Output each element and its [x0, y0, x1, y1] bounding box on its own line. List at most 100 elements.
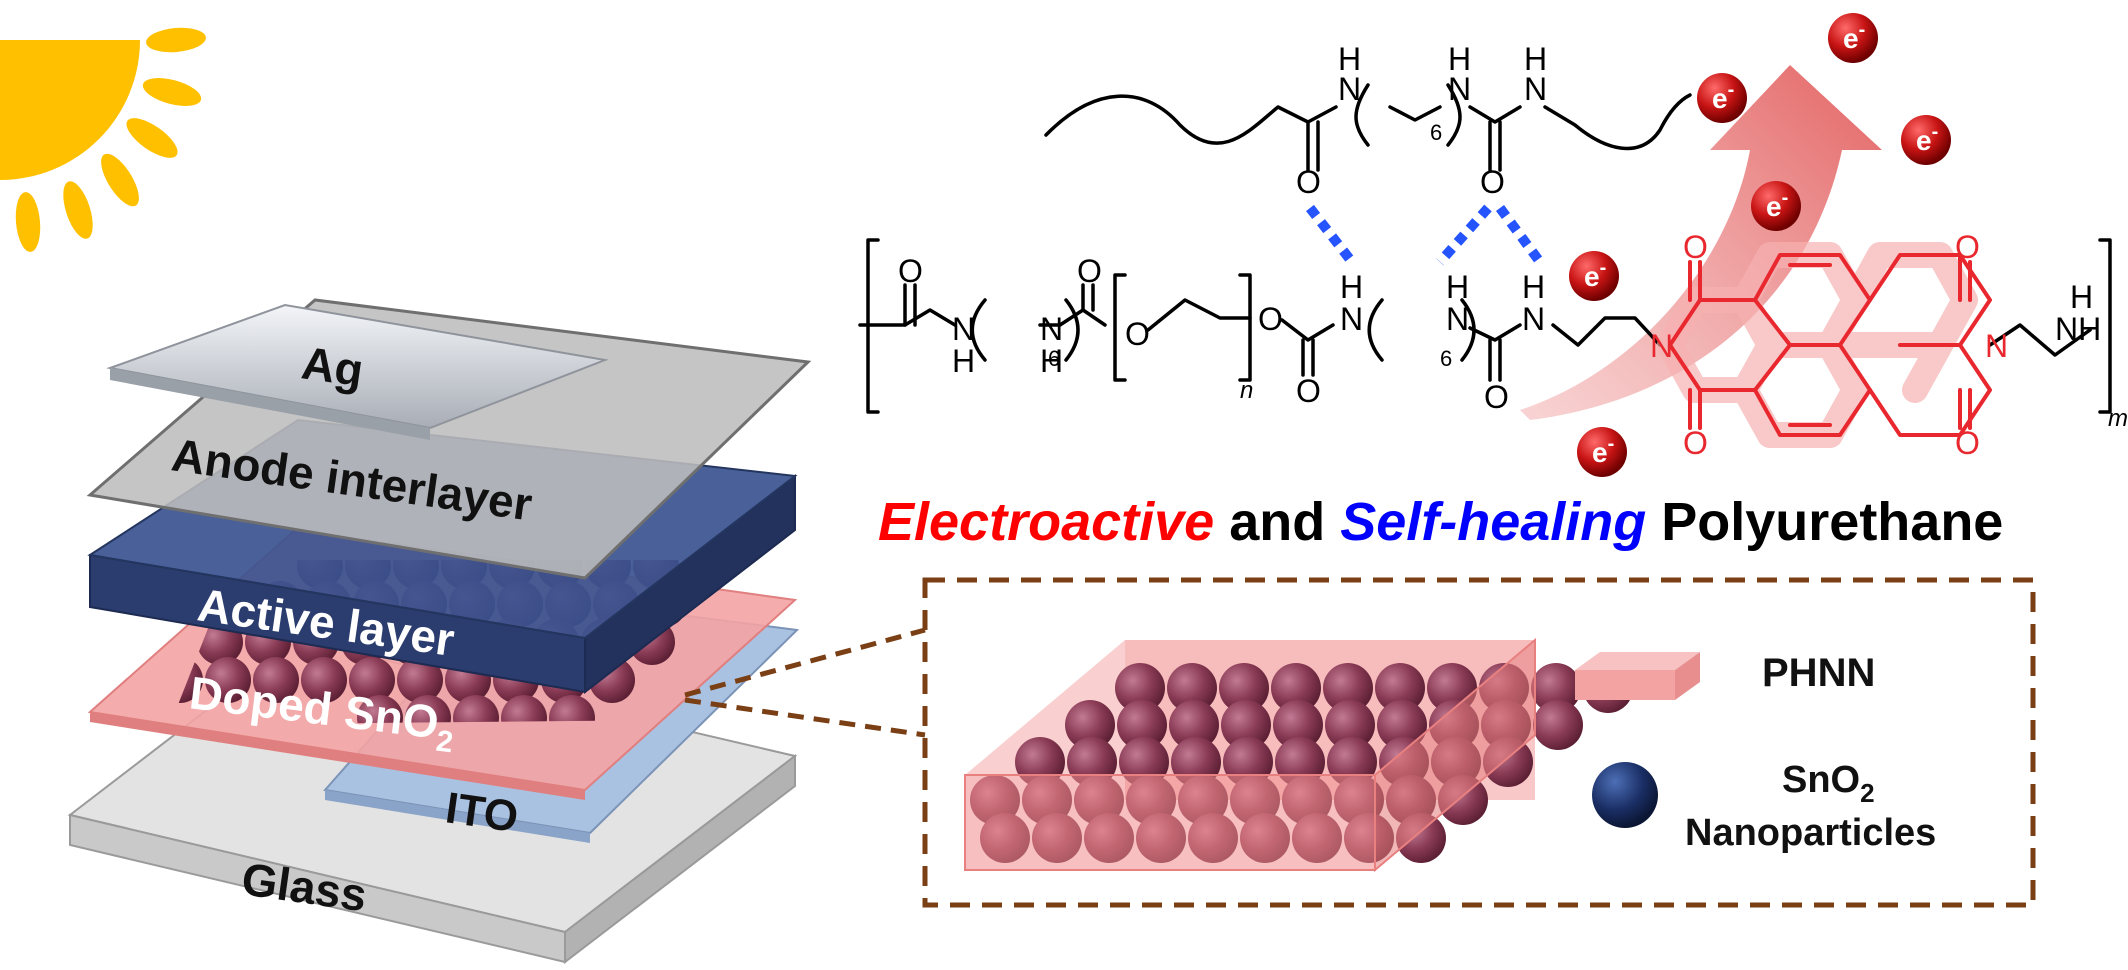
svg-text:N: N — [1650, 328, 1673, 364]
nanoparticle — [1221, 700, 1271, 750]
main-chain-hex1-bracket — [970, 298, 1080, 362]
svg-text:N: N — [952, 311, 975, 347]
inset-slab-front — [964, 637, 1536, 873]
ag-electrode: Ag — [106, 303, 609, 440]
nanoparticle — [1273, 700, 1323, 750]
nanoparticle — [1531, 663, 1581, 713]
svg-text:O: O — [1484, 379, 1509, 415]
figure-headline: Electroactive and Self-healing Polyureth… — [878, 492, 2003, 552]
sun-ray — [101, 153, 139, 207]
electron-label: e- — [1584, 257, 1606, 292]
svg-text:N: N — [1340, 301, 1363, 337]
svg-text:m: m — [2108, 405, 2128, 432]
electron-sphere — [1577, 427, 1627, 477]
nanoparticle — [253, 657, 299, 703]
svg-text:O: O — [898, 253, 923, 289]
legend-phnn-swatch — [1575, 652, 1700, 700]
molecule-atom-labels: N H 6 N H N H O O O N H 6 N H O O n O O … — [898, 41, 2128, 432]
sun-body — [0, 40, 140, 180]
nanoparticle — [1219, 663, 1269, 713]
svg-text:N: N — [1040, 311, 1063, 347]
electron-sphere — [1697, 73, 1747, 123]
nanoparticle — [301, 657, 347, 703]
electron-label: e- — [1766, 187, 1788, 222]
peg-bracket — [1113, 273, 1252, 382]
electron-label: e- — [1843, 19, 1865, 54]
electron-icon: e- — [1569, 251, 1619, 301]
sun-ray — [146, 27, 206, 53]
nanoparticle — [1377, 700, 1427, 750]
zoom-callout-lines — [684, 627, 926, 738]
nanoparticle — [397, 657, 443, 703]
svg-text:O: O — [1125, 316, 1150, 352]
electron-sphere — [1828, 13, 1878, 63]
sun-ray — [142, 78, 202, 106]
legend-phnn-label: PHNN — [1762, 651, 1875, 695]
legend: PHNN SnO2 Nanoparticles — [1575, 651, 1936, 854]
svg-text:O: O — [1258, 301, 1283, 337]
polymer-repeat-bracket — [866, 238, 2112, 414]
svg-text:O: O — [1296, 164, 1321, 200]
nanoparticle — [1115, 663, 1165, 713]
svg-text:H: H — [2070, 279, 2093, 315]
nanoparticle — [1169, 700, 1219, 750]
inset-dashed-frame — [922, 577, 2036, 908]
svg-text:O: O — [1955, 425, 1980, 461]
nanoparticle — [549, 695, 595, 725]
electron-sphere — [1751, 181, 1801, 231]
legend-sno2-label: SnO2 — [1782, 759, 1875, 808]
upper-chain — [1044, 94, 1338, 145]
upper-chain-bracket — [1354, 83, 1462, 147]
svg-text:H: H — [1040, 343, 1063, 379]
zoom-inset: PHNN SnO2 Nanoparticles — [922, 577, 2036, 908]
nanoparticle — [1375, 663, 1425, 713]
svg-text:N: N — [1985, 328, 2008, 364]
nanoparticle — [1323, 663, 1373, 713]
legend-nanoparticle-swatch — [1592, 762, 1658, 828]
ndi-atom-labels: N N O O O O — [1650, 229, 2008, 461]
upper-chain-hex — [1388, 105, 1442, 122]
nanoparticle — [1065, 700, 1115, 750]
svg-text:O: O — [1077, 253, 1102, 289]
main-chain-right — [1988, 323, 2092, 357]
electron-sphere — [1569, 251, 1619, 301]
device-stack: Glass ITO Doped SnO2 Active layer Ano — [67, 298, 812, 965]
svg-text:H: H — [1448, 41, 1471, 77]
sun-icon — [0, 27, 206, 252]
svg-text:O: O — [1296, 373, 1321, 409]
nanoparticle — [405, 695, 451, 725]
nanoparticle — [501, 695, 547, 725]
svg-text:N: N — [1338, 71, 1361, 107]
svg-text:N: N — [1448, 71, 1471, 107]
sun-ray — [15, 192, 41, 252]
naphthalene-diimide-unit — [1657, 242, 1992, 448]
polyurethane-structure — [858, 65, 2112, 448]
svg-text:H: H — [1338, 41, 1361, 77]
electron-label: e- — [1712, 79, 1734, 114]
svg-text:NH: NH — [2055, 311, 2101, 347]
upper-chain-urea — [1468, 93, 1692, 151]
svg-text:N: N — [1524, 71, 1547, 107]
nanoparticle — [1117, 700, 1167, 750]
electrons: e-e-e-e-e-e- — [1569, 13, 1951, 477]
electron-icon: e- — [1901, 115, 1951, 165]
svg-text:N: N — [1446, 301, 1469, 337]
nanoparticle — [349, 657, 395, 703]
svg-text:N: N — [1522, 301, 1545, 337]
svg-text:n: n — [1240, 377, 1253, 404]
ag-label: Ag — [299, 336, 367, 396]
svg-text:H: H — [952, 343, 975, 379]
sun-ray — [126, 118, 178, 158]
main-chain-left — [858, 308, 957, 327]
electron-transfer-arrow — [1520, 65, 1882, 420]
electron-label: e- — [1916, 121, 1938, 156]
svg-text:6: 6 — [1048, 346, 1060, 371]
nanoparticle — [357, 695, 403, 725]
nanoparticle — [205, 657, 251, 703]
electron-icon: e- — [1577, 427, 1627, 477]
nanoparticle — [1271, 663, 1321, 713]
legend-nanoparticles-label: Nanoparticles — [1685, 812, 1936, 854]
svg-text:O: O — [1480, 164, 1505, 200]
ito-label: ITO — [443, 783, 522, 842]
